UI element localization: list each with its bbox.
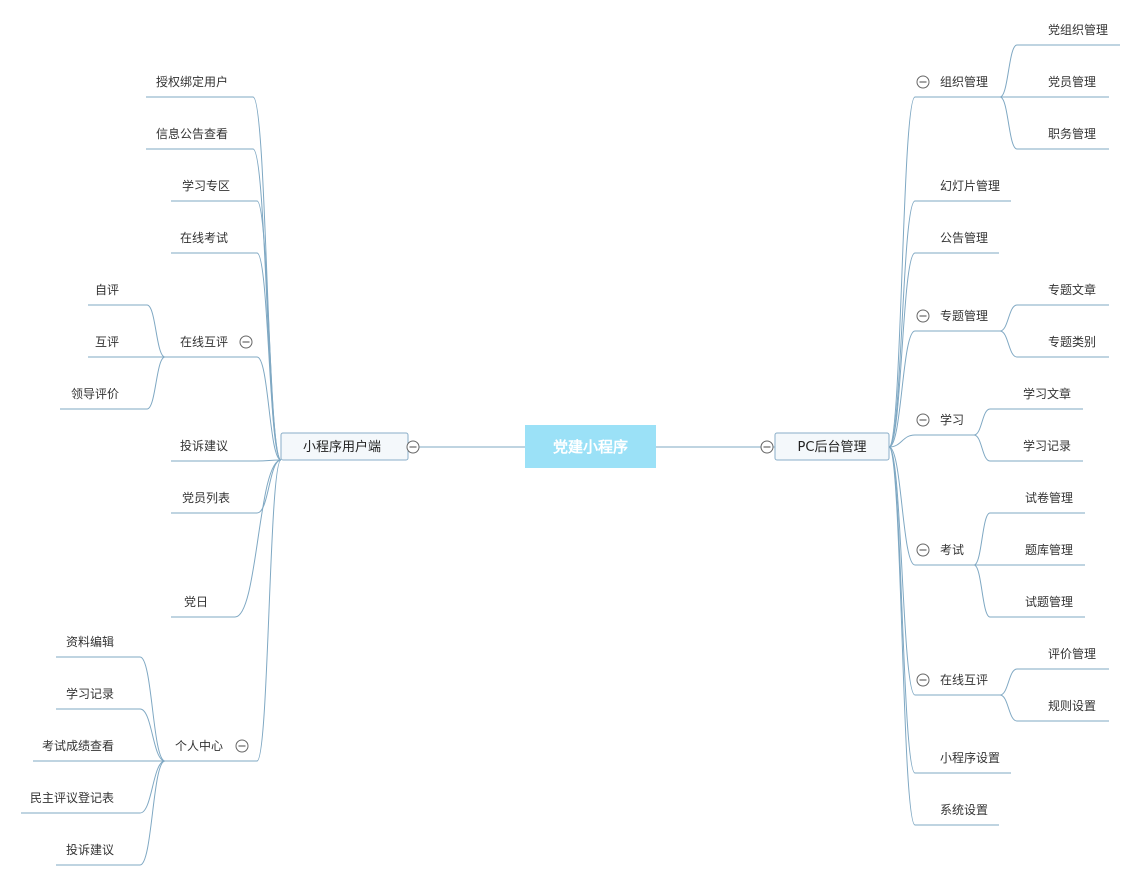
leaf-connector (973, 564, 991, 618)
collapse-toggle-icon[interactable] (239, 335, 253, 349)
collapse-toggle-icon[interactable] (916, 413, 930, 427)
branch-connector (256, 459, 282, 514)
leaf-connector (973, 408, 991, 436)
leaf-connector (999, 96, 1018, 150)
branch-connector (256, 459, 282, 762)
branch-connector (888, 446, 916, 774)
collapse-toggle-icon[interactable] (916, 543, 930, 557)
leaf-connector (139, 708, 166, 762)
branch-connector (252, 96, 282, 461)
right-branch-node[interactable]: 学习 (940, 412, 964, 427)
right-branch-node[interactable]: 幻灯片管理 (940, 178, 1000, 193)
right-leaf-node[interactable]: 专题类别 (1048, 334, 1096, 349)
leaf-connector (999, 44, 1018, 98)
right-branch-node[interactable]: 考试 (940, 542, 964, 557)
right-leaf-node[interactable]: 专题文章 (1048, 282, 1096, 297)
right-leaf-node[interactable]: 学习文章 (1023, 386, 1071, 401)
branch-connector (888, 330, 916, 448)
left-branch-node[interactable]: 个人中心 (175, 738, 223, 753)
root-label: 党建小程序 (553, 438, 628, 456)
left-leaf-node[interactable]: 投诉建议 (66, 842, 114, 857)
right-branch-node[interactable]: 在线互评 (940, 673, 988, 687)
right-branch-node[interactable]: 系统设置 (940, 803, 988, 817)
leaf-connector (973, 434, 991, 462)
branch-connector (888, 252, 916, 448)
main-node-admin-side[interactable]: PC后台管理 (774, 432, 890, 461)
connector-layer (21, 44, 1120, 866)
leaf-connector (139, 760, 166, 866)
branch-connector (888, 200, 916, 448)
node-layer: 授权绑定用户信息公告查看学习专区在线考试在线互评自评互评领导评价投诉建议党员列表… (30, 22, 1108, 857)
right-branch-node[interactable]: 小程序设置 (940, 750, 1000, 765)
leaf-connector (999, 694, 1018, 722)
branch-connector (888, 446, 916, 696)
left-leaf-node[interactable]: 民主评议登记表 (30, 790, 114, 805)
right-leaf-node[interactable]: 党员管理 (1048, 74, 1096, 89)
branch-connector (252, 148, 282, 461)
left-branch-node[interactable]: 在线考试 (180, 230, 228, 245)
collapse-toggle-icon[interactable] (916, 75, 930, 89)
right-branch-node[interactable]: 专题管理 (940, 308, 988, 323)
left-branch-node[interactable]: 党日 (184, 594, 208, 609)
left-leaf-node[interactable]: 考试成绩查看 (42, 738, 114, 753)
collapse-toggle-icon[interactable] (916, 673, 930, 687)
left-branch-node[interactable]: 学习专区 (182, 178, 230, 193)
branch-connector (888, 446, 916, 566)
branch-connector (256, 200, 282, 461)
root-node[interactable]: 党建小程序 (525, 425, 656, 468)
leaf-connector (139, 656, 166, 762)
collapse-toggle-icon[interactable] (406, 440, 420, 454)
right-leaf-node[interactable]: 学习记录 (1023, 438, 1071, 453)
right-leaf-node[interactable]: 评价管理 (1048, 646, 1096, 661)
right-leaf-node[interactable]: 试卷管理 (1025, 490, 1073, 505)
right-leaf-node[interactable]: 试题管理 (1025, 594, 1073, 609)
left-branch-node[interactable]: 信息公告查看 (156, 126, 228, 141)
collapse-toggle-icon[interactable] (916, 309, 930, 323)
branch-connector (888, 434, 916, 448)
main-node-label: 小程序用户端 (303, 439, 381, 455)
leaf-connector (973, 512, 991, 566)
branch-connector (256, 459, 282, 462)
branch-connector (888, 96, 916, 448)
main-node-user-side[interactable]: 小程序用户端 (280, 432, 409, 461)
left-branch-node[interactable]: 党员列表 (182, 490, 230, 505)
right-branch-node[interactable]: 公告管理 (940, 230, 988, 245)
right-leaf-node[interactable]: 题库管理 (1025, 542, 1073, 557)
left-leaf-node[interactable]: 学习记录 (66, 686, 114, 701)
collapse-toggle-icon[interactable] (760, 440, 774, 454)
left-branch-node[interactable]: 在线互评 (180, 335, 228, 349)
leaf-connector (139, 760, 166, 814)
left-branch-node[interactable]: 投诉建议 (180, 438, 228, 453)
right-leaf-node[interactable]: 规则设置 (1048, 698, 1096, 713)
branch-connector (256, 252, 282, 461)
left-leaf-node[interactable]: 资料编辑 (66, 634, 114, 649)
main-node-label: PC后台管理 (798, 440, 867, 455)
leaf-connector (999, 330, 1018, 358)
right-branch-node[interactable]: 组织管理 (940, 74, 988, 89)
branch-connector (256, 356, 282, 461)
leaf-connector (999, 668, 1018, 696)
left-leaf-node[interactable]: 自评 (95, 283, 119, 297)
left-leaf-node[interactable]: 领导评价 (71, 387, 119, 401)
right-leaf-node[interactable]: 职务管理 (1048, 126, 1096, 141)
branch-connector (888, 446, 916, 826)
left-branch-node[interactable]: 授权绑定用户 (156, 74, 228, 89)
leaf-connector (146, 356, 166, 410)
leaf-connector (999, 304, 1018, 332)
branch-connector (234, 459, 282, 618)
left-leaf-node[interactable]: 互评 (95, 335, 119, 349)
leaf-connector (146, 304, 166, 358)
collapse-toggle-icon[interactable] (235, 739, 249, 753)
right-leaf-node[interactable]: 党组织管理 (1048, 22, 1108, 37)
